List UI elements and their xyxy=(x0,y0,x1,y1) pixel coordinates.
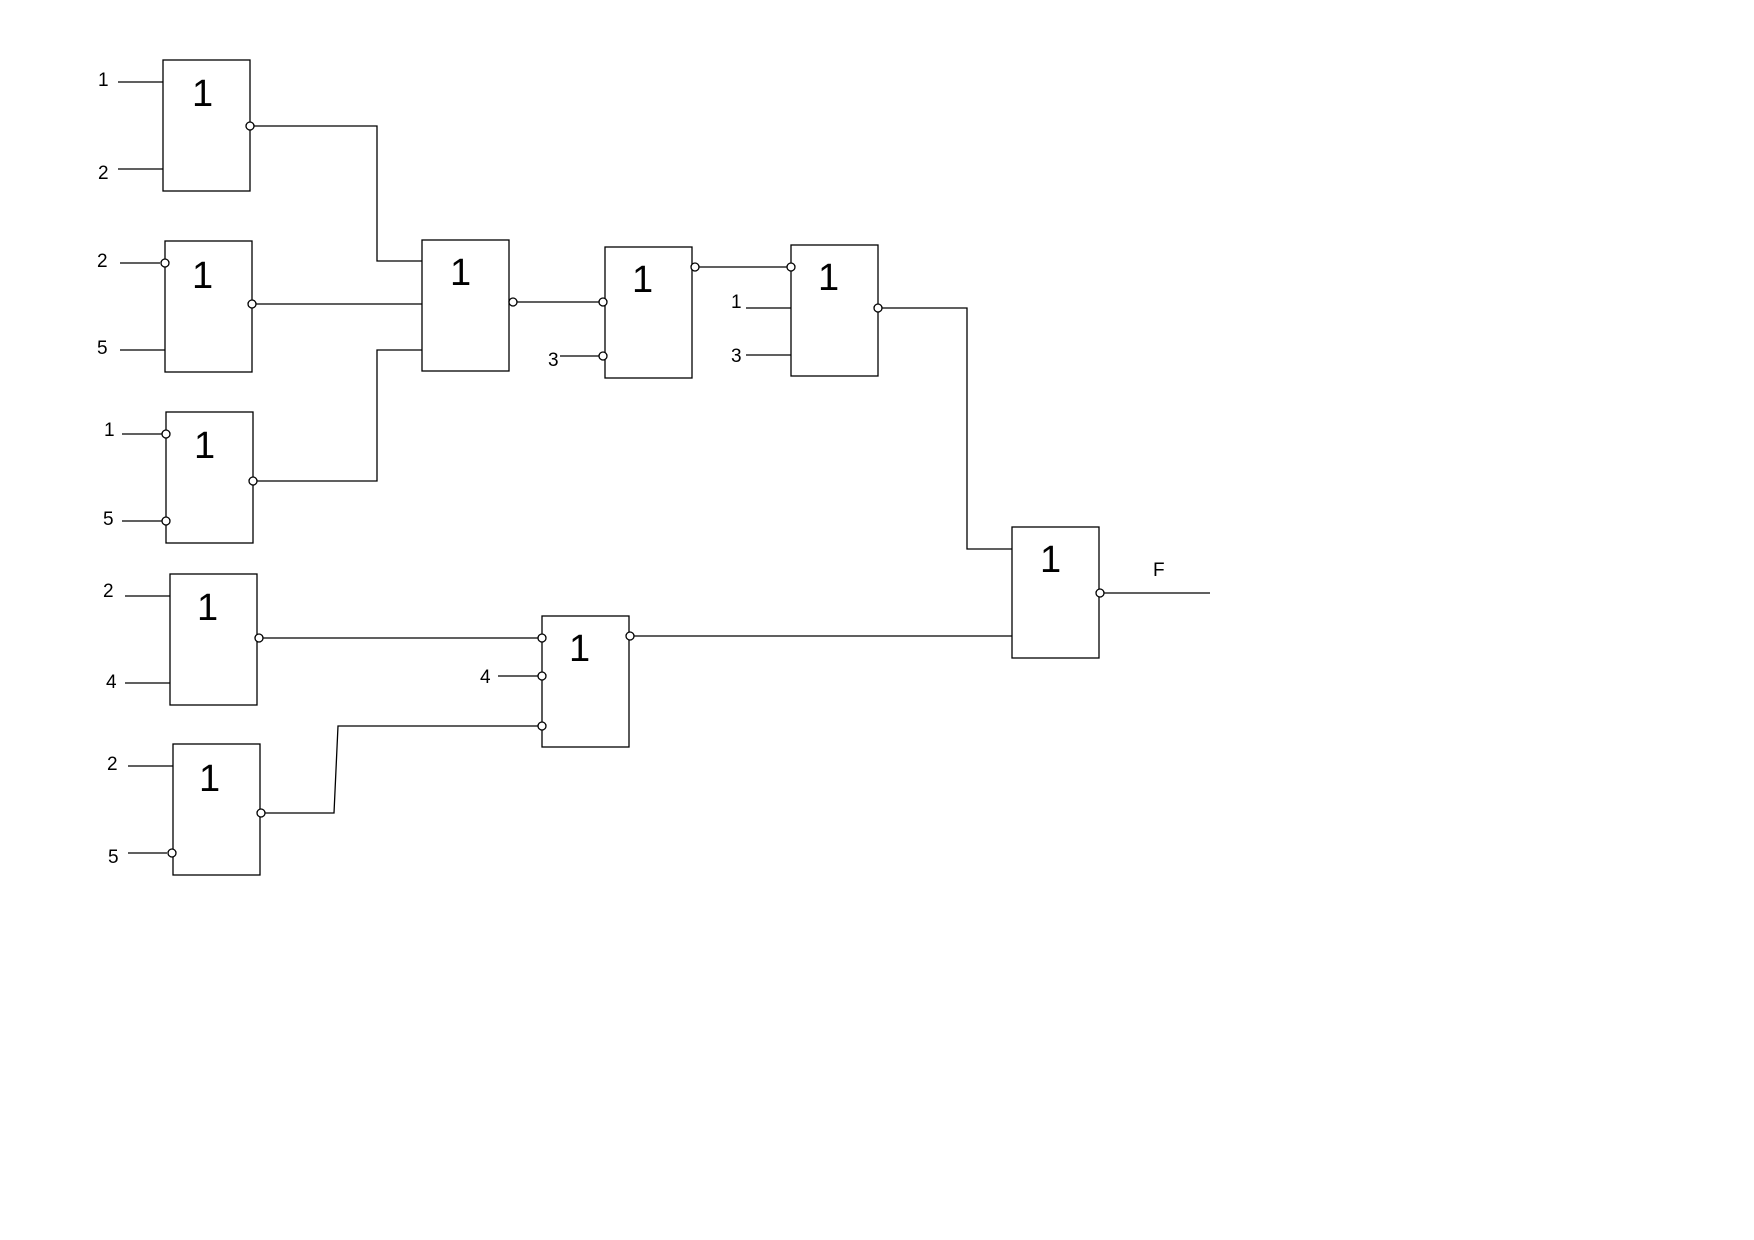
gate-2-input-2-label: 5 xyxy=(97,338,108,359)
gate-4-symbol: 1 xyxy=(197,587,218,629)
gate-4-input-1-label: 2 xyxy=(103,581,114,602)
gate-5-symbol: 1 xyxy=(199,758,220,800)
gate-3-output-bubble xyxy=(248,476,258,486)
wire-g5-to-g9 xyxy=(265,725,538,814)
gate-3-symbol: 1 xyxy=(194,425,215,467)
gate-9-symbol: 1 xyxy=(569,628,590,670)
gate-1-input-1-label: 1 xyxy=(98,70,109,91)
gate-3-input-2-bubble xyxy=(161,516,171,526)
gate-7-input-1-bubble xyxy=(598,297,608,307)
gate-3-input-1-bubble xyxy=(161,429,171,439)
gate-2-symbol: 1 xyxy=(192,255,213,297)
gate-7-symbol: 1 xyxy=(632,259,653,301)
wire-g3-to-g6 xyxy=(257,349,422,482)
gate-6-symbol: 1 xyxy=(450,252,471,294)
gate-3-input-2-label: 5 xyxy=(103,509,114,530)
gate-5: 1 xyxy=(172,743,261,876)
gate-7-input-2-label: 3 xyxy=(548,350,559,371)
gate-4: 1 xyxy=(169,573,258,706)
gate-5-input-1-label: 2 xyxy=(107,754,118,775)
gate-9-input-2-label: 4 xyxy=(480,667,491,688)
gate-8-symbol: 1 xyxy=(818,257,839,299)
gate-2-input-1-label: 2 xyxy=(97,251,108,272)
gate-5-input-2-label: 5 xyxy=(108,847,119,868)
gate-2-output-bubble xyxy=(247,299,257,309)
gate-7-output-bubble xyxy=(690,262,700,272)
gate-9-input-1-bubble xyxy=(537,633,547,643)
gate-10-output-bubble xyxy=(1095,588,1105,598)
gate-4-input-2-label: 4 xyxy=(106,672,117,693)
gate-8-output-bubble xyxy=(873,303,883,313)
gate-8: 1 xyxy=(790,244,879,377)
gate-6-output-bubble xyxy=(508,297,518,307)
gate-8-input-2-label: 1 xyxy=(731,292,742,313)
wire-g1-to-g6 xyxy=(254,125,422,262)
gate-1-input-2-label: 2 xyxy=(98,163,109,184)
gate-10: 1 xyxy=(1011,526,1100,659)
output-f-label: F xyxy=(1153,560,1165,581)
gate-9-input-3-bubble xyxy=(537,721,547,731)
gate-1: 1 xyxy=(162,59,251,192)
gate-1-output-bubble xyxy=(245,121,255,131)
gate-2: 1 xyxy=(164,240,253,373)
wire-g8-to-g10 xyxy=(882,307,1012,550)
gate-6: 1 xyxy=(421,239,510,372)
gate-2-input-1-bubble xyxy=(160,258,170,268)
gate-9: 1 xyxy=(541,615,630,748)
gate-7-input-2-bubble xyxy=(598,351,608,361)
gate-7: 1 xyxy=(604,246,693,379)
gate-1-symbol: 1 xyxy=(192,73,213,115)
gate-9-input-2-bubble xyxy=(537,671,547,681)
gate-9-output-bubble xyxy=(625,631,635,641)
gate-4-output-bubble xyxy=(254,633,264,643)
gate-3-input-1-label: 1 xyxy=(104,420,115,441)
gate-10-symbol: 1 xyxy=(1040,539,1061,581)
gate-5-input-2-bubble xyxy=(167,848,177,858)
gate-8-input-3-label: 3 xyxy=(731,346,742,367)
gate-8-input-1-bubble xyxy=(786,262,796,272)
gate-5-output-bubble xyxy=(256,808,266,818)
gate-3: 1 xyxy=(165,411,254,544)
